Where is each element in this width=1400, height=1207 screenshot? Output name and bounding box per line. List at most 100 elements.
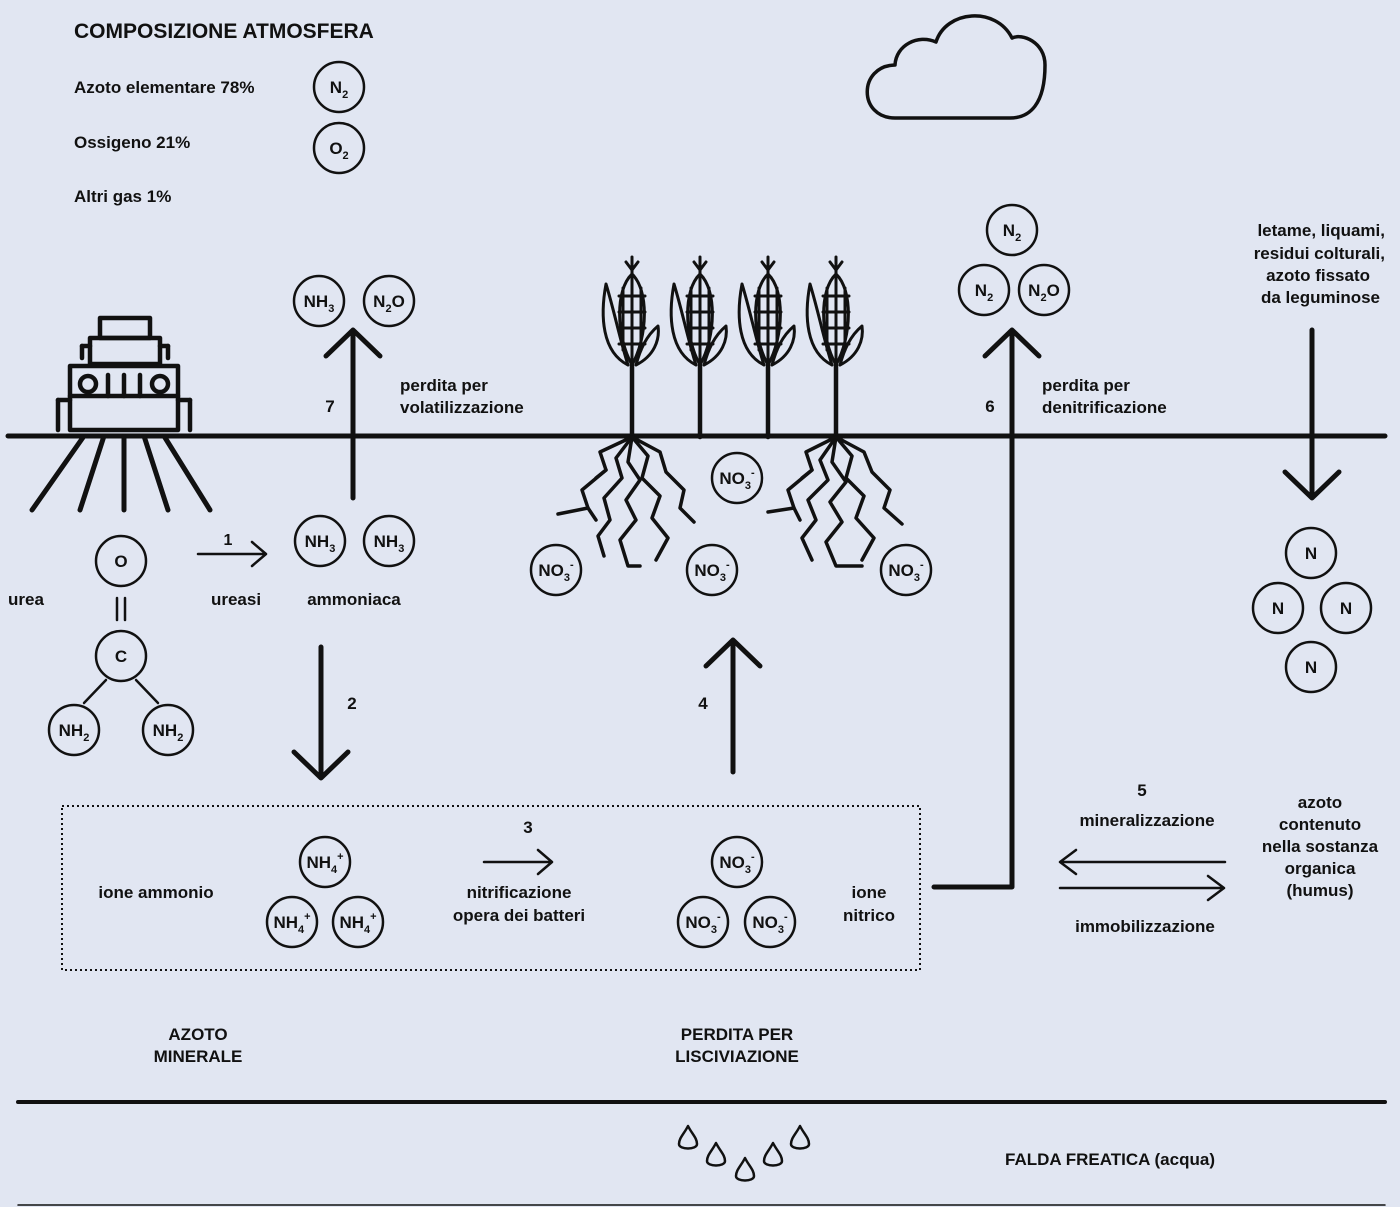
molecule-formula: N2 (975, 281, 993, 304)
water-drop-icon (705, 1141, 727, 1167)
step-4-number: 4 (698, 694, 708, 713)
ione-nitrico-label-2: nitrico (843, 906, 895, 925)
mineralization-label: mineralizzazione (1079, 811, 1214, 830)
molecule-no3-box-c: NO3- (743, 895, 797, 949)
molecule-no3-root-c: NO3- (685, 543, 739, 597)
water-drop-icon (734, 1156, 756, 1182)
urea-bond-left (82, 678, 108, 705)
corn-plant-icon (601, 255, 660, 440)
corn-plant-icon (669, 255, 728, 440)
roots-right (766, 435, 904, 568)
cloud-icon (865, 14, 1047, 120)
organic-input-line-4: da leguminose (1261, 288, 1380, 307)
lisciviazione-label-1: PERDITA PER (681, 1025, 793, 1044)
molecule-formula: N (1340, 599, 1352, 618)
water-drop-icon (677, 1124, 699, 1150)
ureasi-label: ureasi (211, 590, 261, 609)
molecule-nh3-volatile: NH3 (292, 274, 346, 328)
arrow-step-4 (703, 637, 763, 775)
organic-input-line-3: azoto fissato (1266, 266, 1370, 285)
step-1-number: 1 (224, 532, 233, 549)
molecule-formula: NO3- (685, 911, 721, 936)
ione-nitrico-label-1: ione (852, 883, 887, 902)
step-6-number: 6 (985, 397, 994, 416)
molecule-o2-atmosphere: O2 (312, 121, 366, 175)
roots-left (556, 435, 696, 568)
molecule-formula: NO3- (888, 559, 924, 584)
step-7-number: 7 (325, 397, 334, 416)
humus-line-5: (humus) (1286, 881, 1353, 900)
atmosphere-title: COMPOSIZIONE ATMOSFERA (74, 20, 374, 43)
tractor-icon (55, 315, 193, 433)
molecule-formula: N2 (1003, 221, 1021, 244)
molecule-no3-box-b: NO3- (676, 895, 730, 949)
molecule-formula: O2 (329, 139, 348, 162)
molecule-n2-atmosphere: N2 (312, 60, 366, 114)
humus-line-4: organica (1285, 859, 1356, 878)
corn-plants (601, 255, 864, 440)
molecule-formula: NH4+ (339, 911, 376, 936)
molecule-n-left: N (1251, 581, 1305, 635)
molecule-formula: N (1272, 599, 1284, 618)
molecule-formula: N2 (330, 78, 348, 101)
volatilization-label-1: perdita per (400, 376, 488, 395)
molecule-n2-denitrif-left: N2 (957, 263, 1011, 317)
molecule-n2-denitrif-top: N2 (985, 203, 1039, 257)
molecule-nh3-b: NH3 (362, 514, 416, 568)
molecule-formula: N2O (373, 292, 405, 315)
nitrification-label-2: opera dei batteri (453, 906, 585, 925)
molecule-formula: NO3- (694, 559, 730, 584)
molecule-nh4-c: NH4+ (331, 895, 385, 949)
molecule-formula: NO3- (719, 467, 755, 492)
molecule-nh4-a: NH4+ (298, 835, 352, 889)
molecule-formula: NH3 (305, 532, 336, 555)
mineral-nitrogen-box (61, 805, 921, 971)
molecule-n2o-volatile: N2O (362, 274, 416, 328)
molecule-formula: N2O (1028, 281, 1060, 304)
urea-label: urea (8, 590, 44, 609)
ione-ammonio-label: ione ammonio (98, 883, 213, 902)
arrow-step-2 (291, 644, 351, 781)
immobilization-label: immobilizzazione (1075, 917, 1215, 936)
molecule-n-bottom: N (1284, 640, 1338, 694)
urea-oxygen: O (94, 534, 148, 588)
humus-line-3: nella sostanza (1262, 837, 1379, 856)
water-drops (677, 1124, 811, 1182)
molecule-nh2-right: NH2 (141, 703, 195, 757)
molecule-formula: NO3- (719, 851, 755, 876)
step-2-number: 2 (347, 694, 356, 713)
corn-plant-icon (805, 255, 864, 440)
molecule-formula: NH3 (304, 292, 335, 315)
molecule-formula: NH2 (153, 721, 184, 744)
molecule-formula: NH4+ (306, 851, 343, 876)
corn-plant-icon (737, 255, 796, 440)
nitrification-label-1: nitrificazione (467, 883, 572, 902)
molecule-formula: NO3- (752, 911, 788, 936)
ammoniaca-label: ammoniaca (307, 590, 401, 609)
urea-bond-right (134, 678, 160, 705)
molecule-formula: NH2 (59, 721, 90, 744)
arrow-mineralization (1058, 848, 1227, 876)
azoto-minerale-label-2: MINERALE (154, 1047, 243, 1066)
arrow-step-1 (196, 540, 268, 568)
molecule-n2o-denitrif: N2O (1017, 263, 1071, 317)
atmosphere-row-other: Altri gas 1% (74, 187, 171, 206)
step-3-number: 3 (523, 818, 532, 837)
water-drop-icon (789, 1124, 811, 1150)
molecule-n-right: N (1319, 581, 1373, 635)
step-5-number: 5 (1137, 781, 1146, 800)
denitrification-label-2: denitrificazione (1042, 398, 1167, 417)
humus-line-2: contenuto (1279, 815, 1361, 834)
arrow-step-3 (482, 848, 554, 876)
arrow-immobilization (1058, 874, 1226, 902)
molecule-nh3-a: NH3 (293, 514, 347, 568)
humus-line-1: azoto (1298, 793, 1342, 812)
molecule-formula: NO3- (538, 559, 574, 584)
organic-input-line-1: letame, liquami, (1257, 221, 1385, 240)
molecule-formula: C (115, 647, 127, 666)
atmosphere-row-n2: Azoto elementare 78% (74, 78, 254, 97)
molecule-no3-root-a: NO3- (529, 543, 583, 597)
molecule-formula: N (1305, 544, 1317, 563)
